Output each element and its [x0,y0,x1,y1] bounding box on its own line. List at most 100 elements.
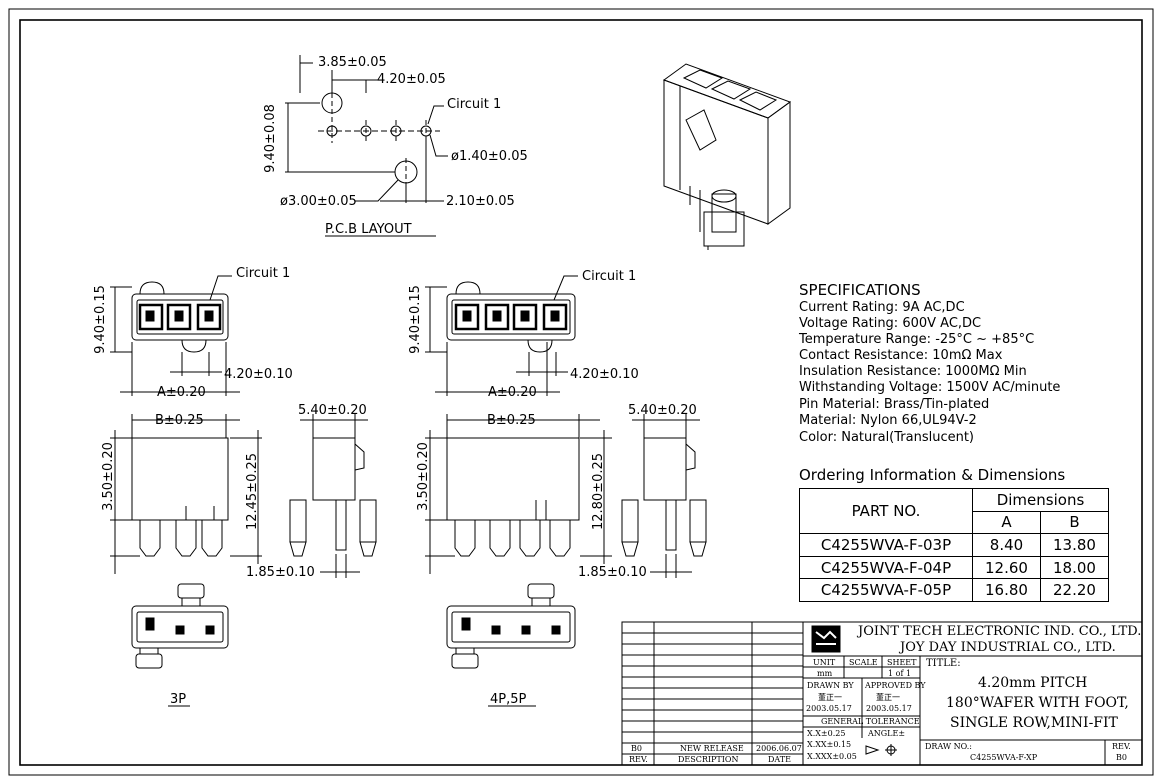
spec-line: Contact Resistance: 10mΩ Max [799,348,1003,363]
4p-foot-dim: 1.85±0.10 [578,565,647,580]
scale-header: SCALE [849,658,878,667]
tolerance-header: GENERAL TOLERANCE [821,717,920,726]
specifications-heading: SPECIFICATIONS [799,281,921,299]
4p-h350: 3.50±0.20 [415,442,431,511]
pcb-layout-diagram [285,55,448,237]
title-line-1: 4.20mm PITCH [978,675,1088,691]
col-a: A [972,510,1041,535]
angle-tolerance: ANGLE± [868,729,906,738]
3p-h-dim: 9.40±0.15 [92,285,108,354]
date-column-header: DATE [768,755,791,764]
4p-total-height: 12.80±0.25 [591,452,607,531]
3p-circuit-label: Circuit 1 [236,266,291,281]
description-column-header: DESCRIPTION [678,755,739,764]
unit-value: mm [817,669,833,678]
sheet-value: 1 of 1 [888,669,912,678]
pcb-dim-385: 3.85±0.05 [318,55,387,70]
3p-pitch-dim: 4.20±0.10 [224,367,293,382]
ordering-heading: Ordering Information & Dimensions [799,466,1066,484]
3p-a-dim: A±0.20 [157,385,206,400]
tolerance-1: X.X±0.25 [807,729,846,738]
ordering-table: PART NO. Dimensions A B C4255WVA-F-03P 8… [799,487,1110,602]
tolerance-2: X.XX±0.15 [807,740,852,749]
drawn-date: 2003.05.17 [806,704,852,713]
3p-total-height: 12.45±0.25 [245,452,261,531]
connector-3d-view [662,63,792,250]
4p-b-dim: B±0.25 [487,413,536,428]
draw-no-header: DRAW NO.: [925,742,972,751]
front-view-4p [425,414,612,574]
spec-line: Voltage Rating: 600V AC,DC [799,316,982,331]
4p-circuit-label: Circuit 1 [582,269,637,284]
col-dimensions: Dimensions [972,488,1109,512]
a-cell: 8.40 [972,533,1041,557]
rev-value: B0 [1116,753,1127,762]
tolerance-3: X.XXX±0.05 [807,752,857,761]
revision-row-rev: B0 [631,744,642,753]
top-view-3p [110,275,240,396]
pcb-dim-210: 2.10±0.05 [446,194,515,209]
spec-line: Material: Nylon 66,UL94V-2 [799,413,977,428]
approved-by-header: APPROVED BY [865,681,926,690]
company-name-2: JOY DAY INDUSTRIAL CO., LTD. [900,640,1116,655]
revision-row-date: 2006.06.07 [756,744,802,753]
col-part-no: PART NO. [799,487,973,535]
draw-no-value: C4255WVA-F-XP [970,753,1038,762]
rev-header: REV. [1112,742,1131,751]
pcb-dim-420: 4.20±0.05 [377,72,446,87]
part-cell: C4255WVA-F-05P [799,578,973,602]
b-cell: 13.80 [1039,533,1110,557]
pcb-layout-title: P.C.B LAYOUT [325,222,412,237]
title-line-3: SINGLE ROW,MINI-FIT [950,715,1118,731]
company-name-1: JOINT TECH ELECTRONIC IND. CO., LTD. [858,624,1142,639]
3p-b-dim: B±0.25 [155,413,204,428]
table-row: C4255WVA-F-03P 8.40 13.80 [799,533,1110,557]
3p-foot-dim: 1.85±0.10 [246,565,315,580]
approved-by-name: 董正一 [876,693,900,702]
4p-h-dim: 9.40±0.15 [407,285,423,354]
side-view-3p [289,414,377,578]
bottom-view-3p [131,583,229,707]
pcb-dia-140: ø1.40±0.05 [451,149,528,164]
top-view-4p [425,275,578,396]
a-cell: 16.80 [972,578,1041,602]
drawn-by-header: DRAWN BY [807,681,854,690]
b-cell: 22.20 [1039,578,1110,602]
part-cell: C4255WVA-F-04P [799,555,973,580]
spec-line: Temperature Range: -25°C ~ +85°C [799,332,1035,347]
spec-line: Withstanding Voltage: 1500V AC/minute [799,380,1061,395]
title-header: TITLE: [926,658,961,669]
part-cell: C4255WVA-F-03P [799,533,973,557]
revision-row-desc: NEW RELEASE [680,744,744,753]
spec-line: Color: Natural(Translucent) [799,430,975,445]
table-row: C4255WVA-F-04P 12.60 18.00 [799,555,1110,580]
4p-a-dim: A±0.20 [488,385,537,400]
sheet-header: SHEET [887,658,917,667]
spec-line: Pin Material: Brass/Tin-plated [799,397,990,412]
pcb-dim-940: 9.40±0.08 [262,104,278,173]
rev-column-header: REV. [629,755,648,764]
col-b: B [1039,510,1110,535]
side-view-4p [621,414,707,578]
4p-label: 4P,5P [490,692,527,707]
approved-date: 2003.05.17 [866,704,912,713]
b-cell: 18.00 [1039,555,1110,580]
table-row: C4255WVA-F-05P 16.80 22.20 [799,578,1110,602]
4p-side-width: 5.40±0.20 [628,403,697,418]
4p-pitch-dim: 4.20±0.10 [570,367,639,382]
unit-header: UNIT [813,658,836,667]
bottom-view-4p [446,583,576,707]
spec-line: Current Rating: 9A AC,DC [799,300,965,315]
3p-side-width: 5.40±0.20 [298,403,367,418]
pcb-circuit-label: Circuit 1 [447,97,502,112]
title-block-frame [621,621,1143,766]
3p-label: 3P [170,692,187,707]
front-view-3p [110,414,262,574]
a-cell: 12.60 [972,555,1041,580]
title-line-2: 180°WAFER WITH FOOT, [946,695,1129,711]
spec-line: Insulation Resistance: 1000MΩ Min [799,364,1027,379]
3p-h350: 3.50±0.20 [100,442,116,511]
pcb-dia-300: ø3.00±0.05 [280,194,357,209]
